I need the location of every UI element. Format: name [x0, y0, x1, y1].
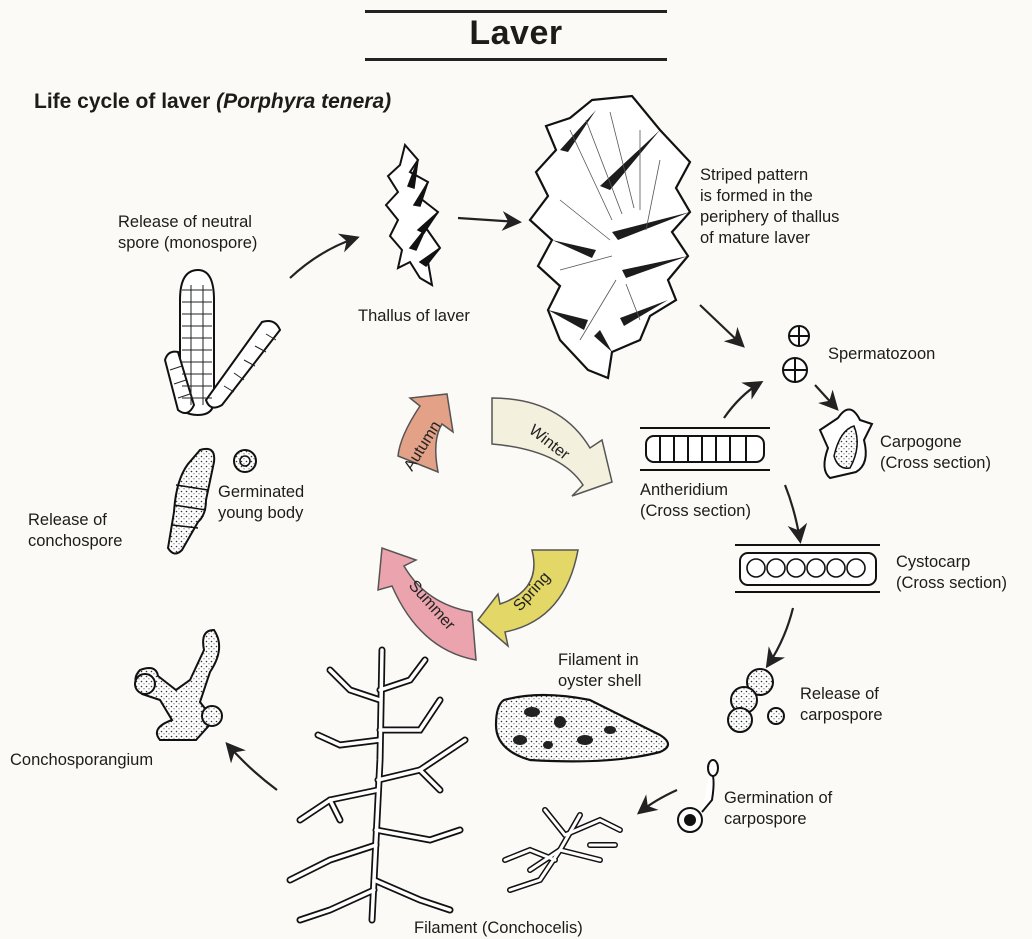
label-thallus: Thallus of laver: [358, 306, 470, 327]
germinating-carpospore-icon: [678, 760, 718, 832]
label-filament-conchocelis: Filament (Conchocelis): [414, 918, 583, 939]
label-conchospore: Release of conchospore: [28, 510, 122, 552]
label-conchosporangium: Conchosporangium: [10, 750, 153, 771]
label-filament-oyster-shell: Filament in oyster shell: [558, 650, 641, 692]
arrow-cystocarp-to-carpospore: [768, 608, 793, 665]
carpospore-icon: [728, 669, 784, 732]
thallus-small-icon: [386, 145, 440, 285]
thallus-mature-icon: [530, 96, 690, 378]
antheridium-icon: [640, 428, 770, 470]
arrow-antheridium-to-sperm: [724, 383, 760, 418]
arrow-mature-to-sperm: [700, 305, 742, 345]
conchosporangium-icon: [135, 630, 222, 740]
arrow-thallus-to-mature: [458, 218, 518, 222]
arrow-to-filament: [640, 790, 677, 812]
arrow-sperm-to-carpogone: [815, 385, 836, 408]
label-carpospore-release: Release of carpospore: [800, 684, 883, 726]
cystocarp-icon: [735, 545, 880, 592]
label-carpogone: Carpogone (Cross section): [880, 432, 991, 474]
season-wheel: [378, 394, 612, 660]
label-striped-pattern: Striped pattern is formed in the periphe…: [700, 165, 839, 249]
arrow-spore-to-thallus: [290, 238, 356, 278]
arrow-antheridium-to-cystocarp: [785, 485, 800, 540]
monospore-filaments-icon: [165, 270, 280, 415]
label-antheridium: Antheridium (Cross section): [640, 480, 751, 522]
arrow-to-conchosporangium: [228, 745, 277, 790]
label-cystocarp: Cystocarp (Cross section): [896, 552, 1007, 594]
spermatozoon-icon: [783, 326, 809, 382]
conchospore-icon: [168, 449, 214, 554]
label-germinated-young-body: Germinated young body: [218, 482, 304, 524]
young-body-icon: [234, 450, 256, 472]
oyster-shell-icon: [496, 695, 668, 761]
label-neutral-spore: Release of neutral spore (monospore): [118, 212, 257, 254]
label-germination-carpospore: Germination of carpospore: [724, 788, 832, 830]
label-spermatozoon: Spermatozoon: [828, 344, 935, 365]
